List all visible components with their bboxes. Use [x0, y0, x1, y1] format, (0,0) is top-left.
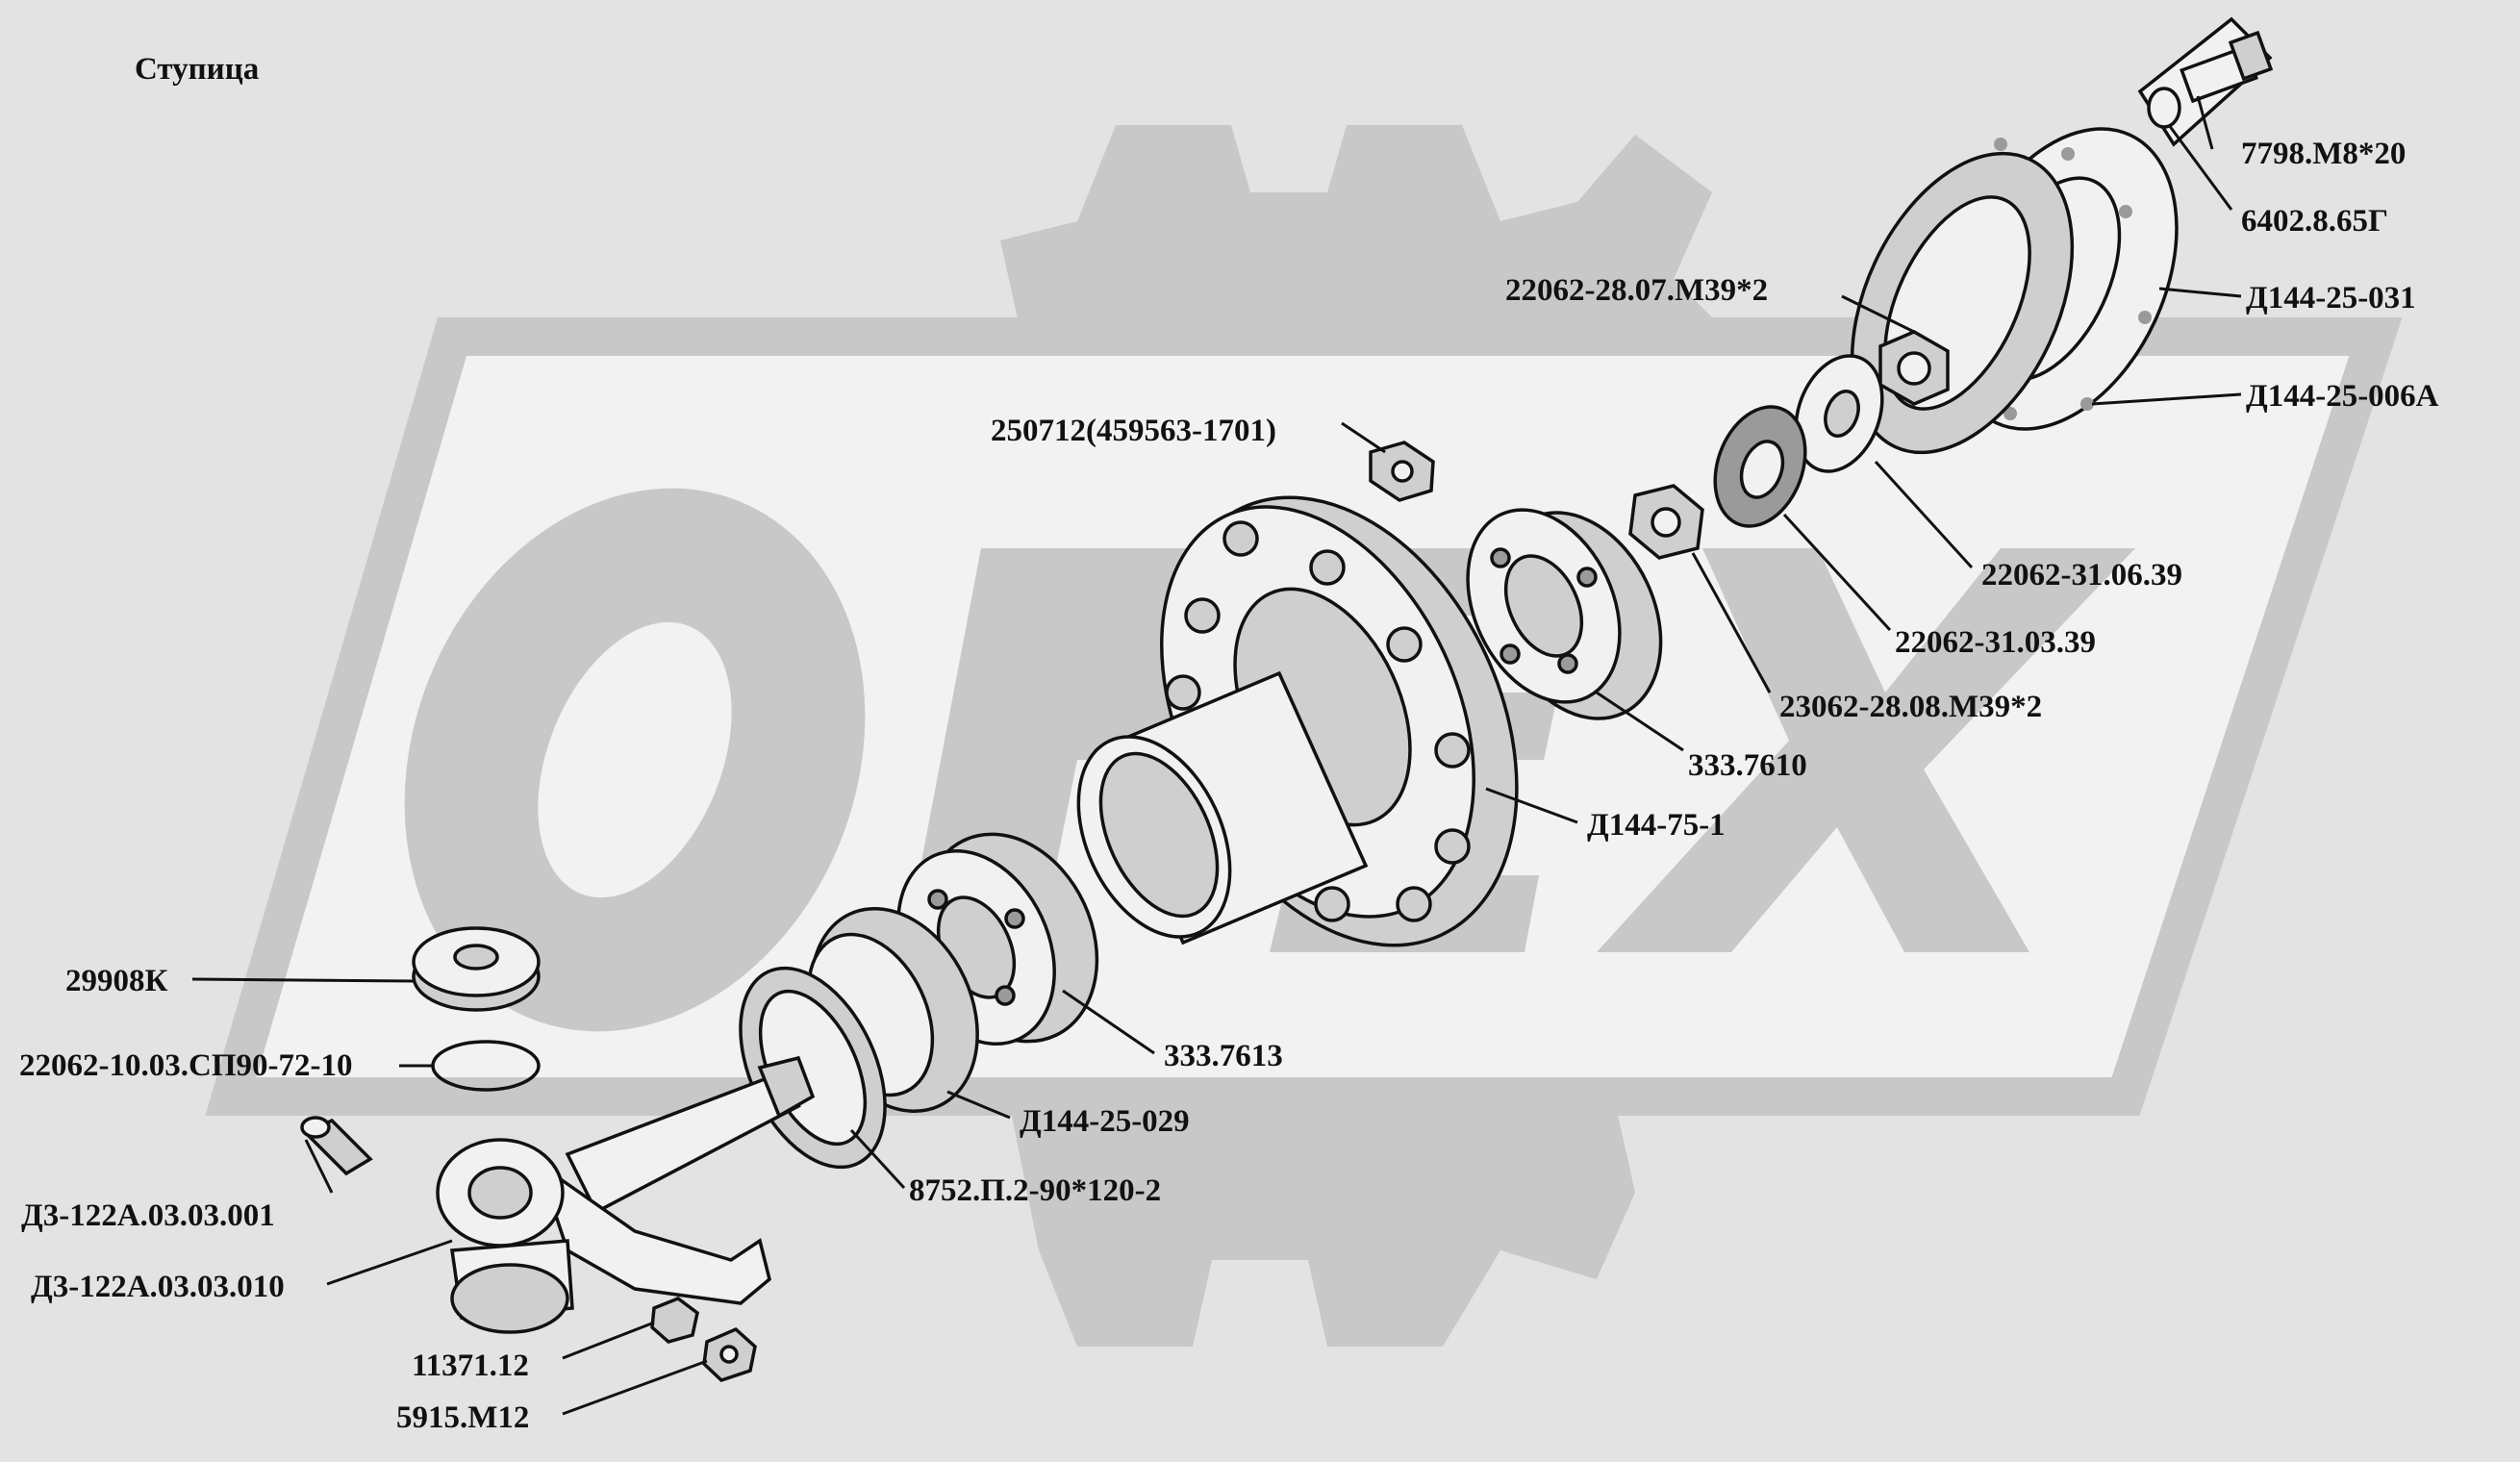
label-bearing-inner: 333.7613: [1164, 1039, 1283, 1073]
diagram-title: Ступица: [135, 52, 259, 87]
label-nut-small: 11371.12: [412, 1349, 529, 1383]
label-nut-m39: 22062-28.07.М39*2: [1505, 273, 1768, 308]
thrust-bearing-part: [412, 926, 541, 1012]
stud-nut-part: [1369, 441, 1435, 502]
nut-m12-part: [702, 1326, 757, 1382]
label-nut-m39-b: 23062-28.08.М39*2: [1779, 690, 2042, 724]
label-stud-nut: 250712(459563-1701): [991, 414, 1276, 448]
leader-lines: [191, 95, 2242, 1416]
tab-washer-part: [1713, 405, 1807, 528]
label-hub: Д144-75-1: [1587, 808, 1726, 843]
label-cover: Д144-25-031: [2246, 281, 2416, 315]
label-gasket: Д144-25-006А: [2246, 379, 2439, 414]
label-tab-washer: 22062-31.03.39: [1895, 625, 2096, 660]
label-grease-fitting: Д3-122А.03.03.001: [21, 1198, 275, 1233]
label-nut-m12: 5915.М12: [396, 1400, 529, 1435]
bolt-part: [2137, 16, 2274, 147]
label-seal: 8752.П.2-90*120-2: [909, 1173, 1161, 1208]
small-nut-part: [650, 1297, 699, 1344]
label-spacer: Д144-25-029: [1020, 1104, 1190, 1139]
label-bolt: 7798.М8*20: [2241, 137, 2406, 171]
label-bearing-outer: 333.7610: [1688, 748, 1807, 783]
label-knuckle: Д3-122А.03.03.010: [31, 1270, 285, 1304]
label-lock-washer: 22062-31.06.39: [1981, 558, 2182, 592]
knuckle-part: [436, 1055, 816, 1334]
watermark-gear-bottom: [1010, 1106, 1635, 1347]
grease-fitting-part: [300, 1116, 373, 1176]
nut-m39-b-part: [1628, 484, 1704, 560]
watermark-letter-x: [1597, 548, 2135, 952]
bearing-outer-part: [1466, 508, 1663, 720]
hub-part: [1076, 495, 1519, 947]
label-washer-spring: 6402.8.65Г: [2241, 204, 2388, 239]
lock-washer-part: [1794, 354, 1884, 473]
part-labels: 7798.М8*20 6402.8.65Г Д144-25-031 Д144-2…: [19, 137, 2439, 1435]
label-oring: 22062-10.03.СП90-72-10: [19, 1048, 352, 1083]
watermark-letter-o-inner: [538, 621, 732, 898]
label-thrust-bearing: 29908К: [65, 964, 168, 998]
